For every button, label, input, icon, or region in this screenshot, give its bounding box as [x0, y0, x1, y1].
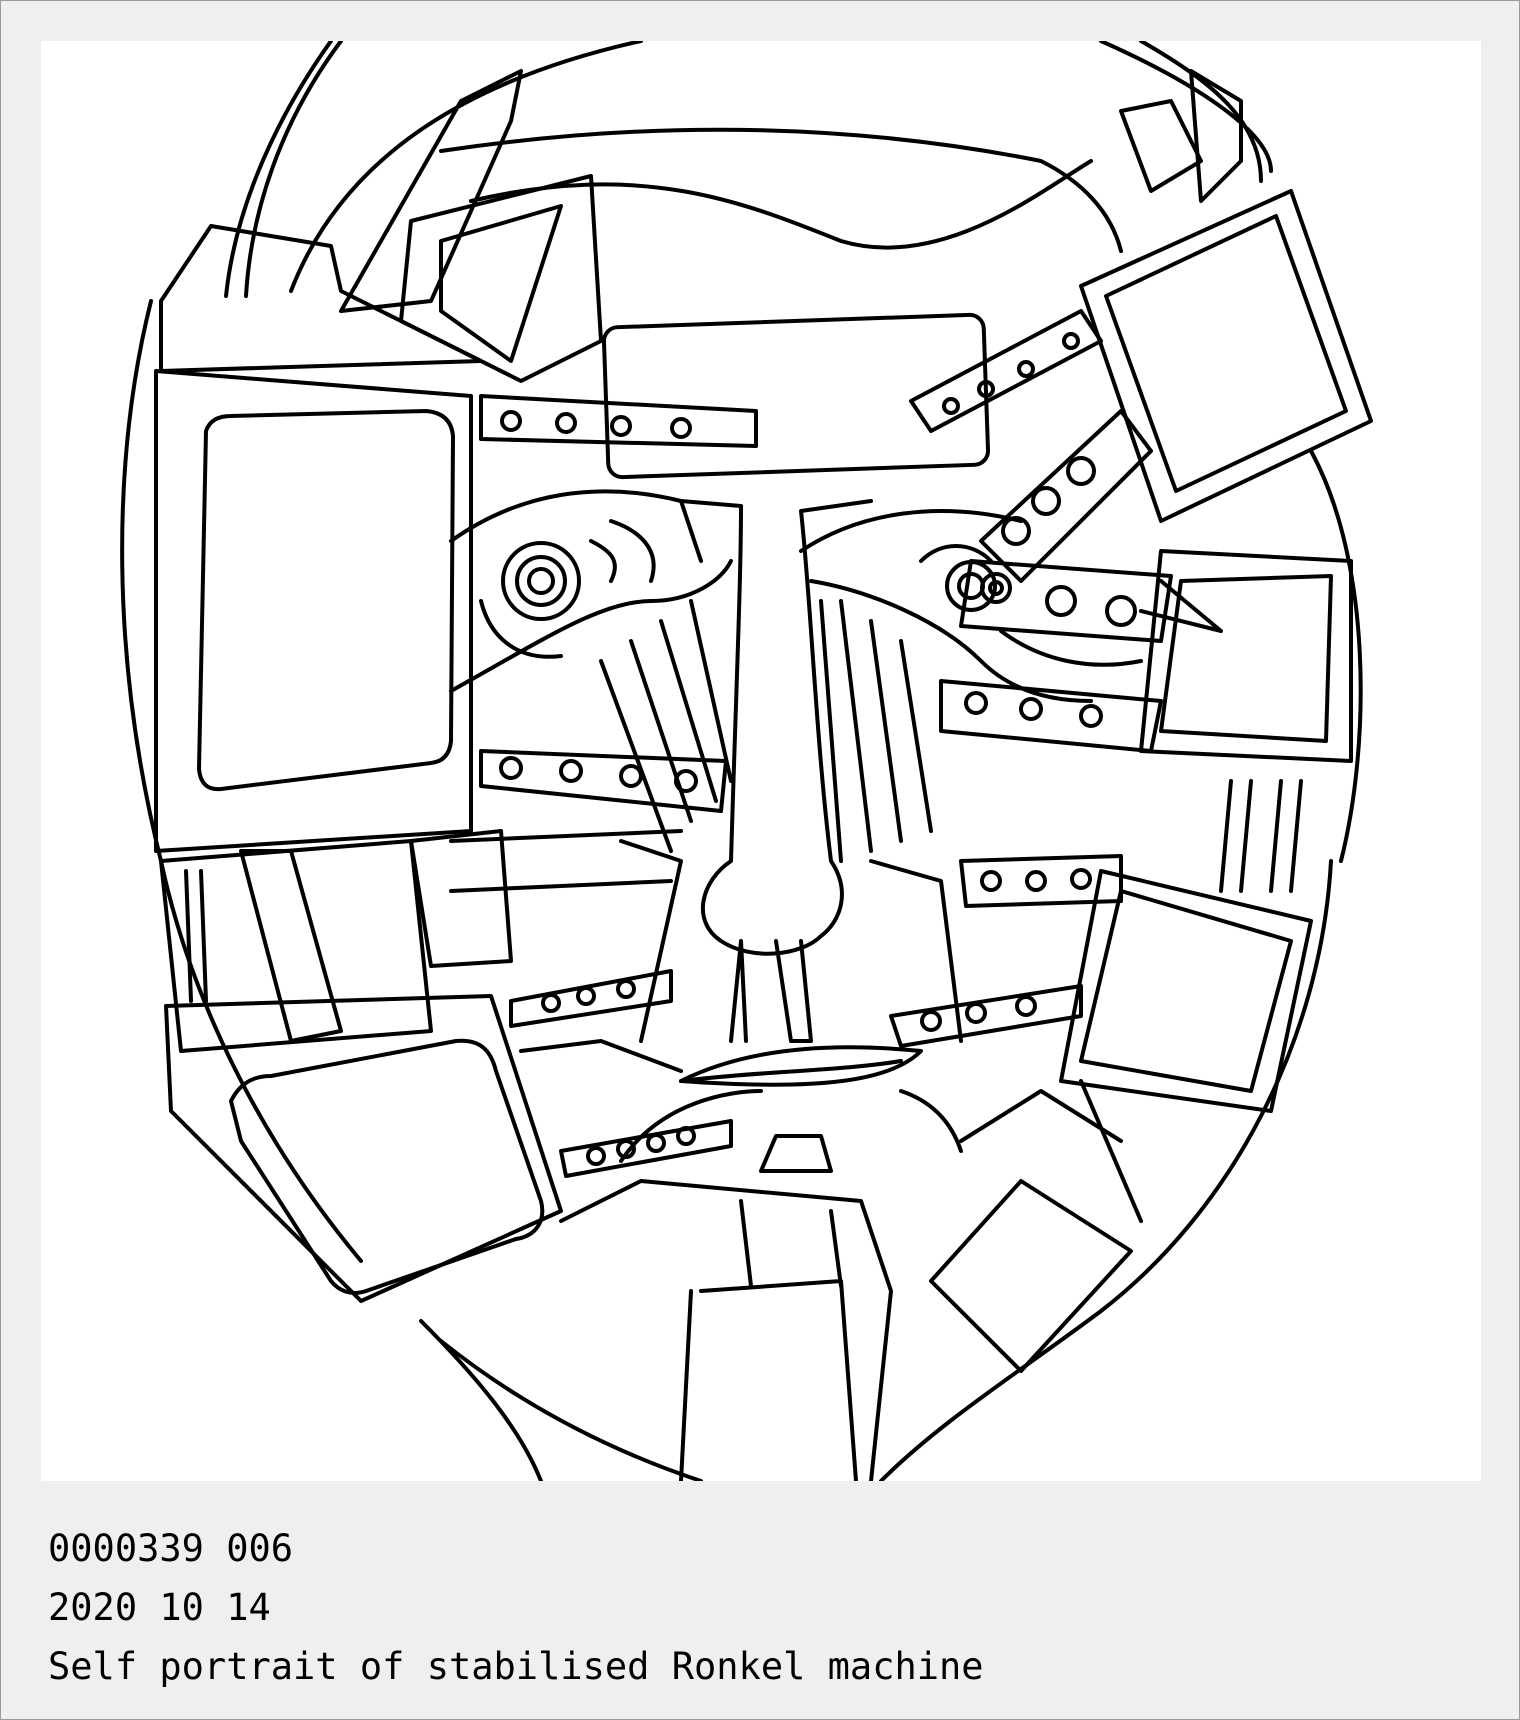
strap-bars-left [479, 394, 758, 1178]
cheek-stripes [449, 599, 933, 893]
caption-block: 0000339 006 2020 10 14 Self portrait of … [48, 1519, 984, 1696]
mouth-and-chin [619, 1045, 963, 1481]
line-drawing-face [120, 41, 1373, 1481]
nose-and-brows [449, 499, 1093, 1043]
left-screen-large [154, 369, 473, 853]
jaw-lines [439, 839, 1143, 1481]
forehead-block [601, 312, 991, 480]
left-lower-screens [159, 829, 563, 1303]
catalog-number: 0000339 006 [48, 1527, 294, 1570]
artwork-title: Self portrait of stabilised Ronkel machi… [48, 1645, 984, 1688]
date-label: 2020 10 14 [48, 1586, 271, 1629]
artwork-canvas [41, 41, 1481, 1481]
head-outline [120, 41, 1363, 1481]
eyes [449, 489, 1143, 667]
strap-bars-right [889, 309, 1223, 1048]
right-screens [929, 189, 1373, 1373]
crown-plates [159, 69, 1243, 383]
